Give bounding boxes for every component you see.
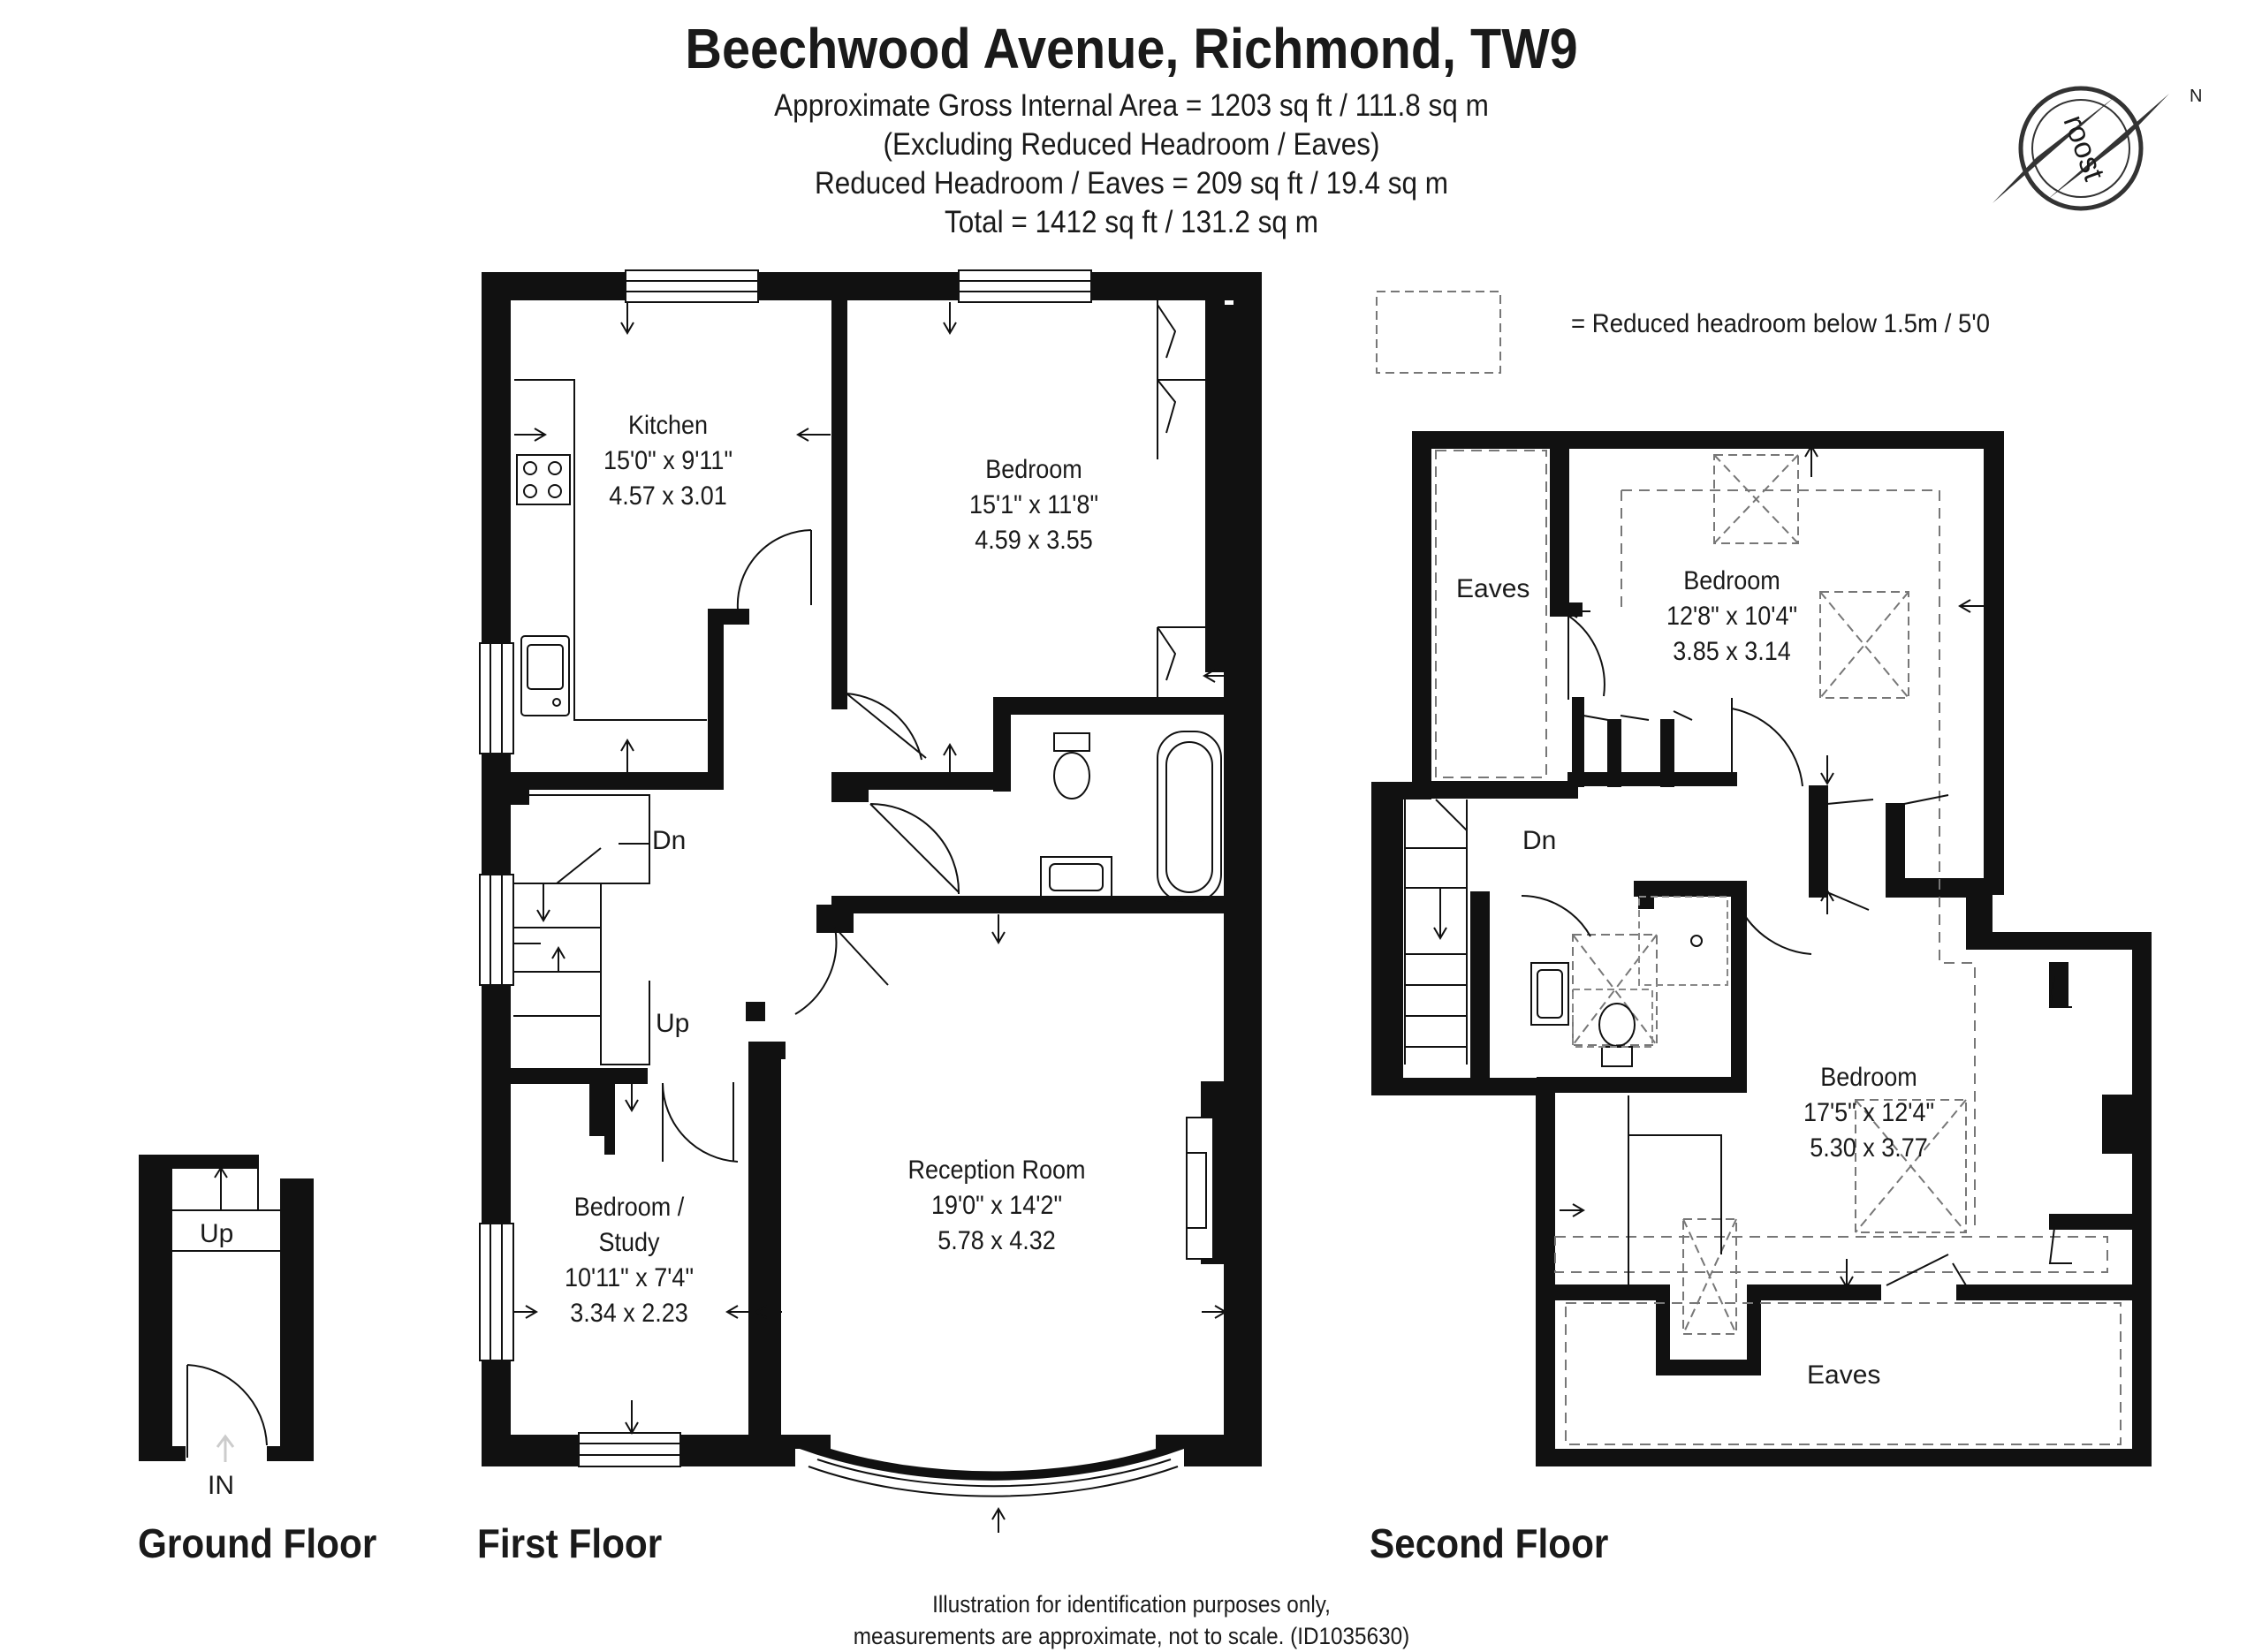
reception-imperial: 19'0" x 14'2" (930, 1191, 1063, 1220)
ground-entrance-label: IN (208, 1471, 234, 1500)
roost-logo (1993, 86, 2169, 211)
kitchen-label: Kitchen 15'0" x 9'11" 4.57 x 3.01 (603, 408, 732, 514)
second-bedroom-lower-metric: 5.30 x 3.77 (1810, 1133, 1928, 1163)
page-title: Beechwood Avenue, Richmond, TW9 (685, 17, 1578, 80)
ground-entrance-door (186, 1364, 268, 1458)
disclaimer-line-1: Illustration for identification purposes… (932, 1591, 1331, 1618)
first-stairs (513, 794, 650, 1065)
second-dn-label: Dn (1522, 826, 1557, 855)
first-wardrobe (1157, 300, 1206, 698)
reception-name: Reception Room (907, 1156, 1086, 1185)
study-name-2: Study (598, 1228, 660, 1257)
first-basin (1040, 856, 1112, 898)
second-outer-wall (1371, 431, 2152, 1466)
first-window-bedroom (958, 269, 1092, 303)
first-hob (516, 454, 571, 505)
second-stairs (1404, 799, 1468, 1065)
first-bath (1157, 731, 1222, 902)
first-dimension-arrows (513, 302, 1233, 1533)
first-window-study (578, 1432, 681, 1467)
second-bedroom-lower-label: Bedroom 17'5" x 12'4" 5.30 x 3.77 (1803, 1060, 1934, 1166)
study-name: Bedroom / (573, 1193, 685, 1222)
second-bedroom-upper-imperial: 12'8" x 10'4" (1666, 602, 1798, 631)
first-window-left-1 (479, 642, 514, 754)
logo-north: N (2190, 87, 2203, 106)
second-reduced-headroom (1435, 450, 2122, 1445)
second-toilet (1598, 1003, 1636, 1047)
second-bedroom-lower-name: Bedroom (1820, 1063, 1917, 1092)
kitchen-metric: 4.57 x 3.01 (609, 481, 727, 511)
first-floor-title: First Floor (477, 1520, 663, 1566)
study-imperial: 10'11" x 7'4" (564, 1263, 695, 1292)
first-study-door (662, 1082, 739, 1163)
second-basin (1530, 962, 1569, 1026)
second-shower (1638, 896, 1728, 986)
second-bedroom-upper-door (1567, 615, 1605, 700)
first-kitchen-door (736, 529, 812, 610)
legend-text: = Reduced headroom below 1.5m / 5'0 (1571, 309, 1991, 338)
second-shower-door (1521, 895, 1591, 937)
second-bedroom-lower-imperial: 17'5" x 12'4" (1803, 1098, 1935, 1127)
ground-floor-plan (139, 1155, 314, 1462)
first-kitchen-worktop (514, 379, 707, 721)
first-bedroom-label: Bedroom 15'1" x 11'8" 4.59 x 3.55 (969, 452, 1098, 558)
first-toilet (1053, 752, 1090, 799)
ground-wall-right (280, 1178, 314, 1461)
ground-up-label: Up (200, 1219, 234, 1248)
first-bedroom-imperial: 15'1" x 11'8" (968, 490, 1099, 519)
second-bedroom-upper-label: Bedroom 12'8" x 10'4" 3.85 x 3.14 (1666, 564, 1797, 670)
first-window-kitchen (625, 269, 759, 303)
second-bedroom-upper-metric: 3.85 x 3.14 (1673, 637, 1791, 666)
kitchen-name: Kitchen (627, 411, 709, 440)
legend-swatch (1376, 291, 1501, 374)
first-dn-label: Dn (652, 826, 687, 855)
reduced-headroom-text: Reduced Headroom / Eaves = 209 sq ft / 1… (814, 166, 1449, 201)
first-window-left-3 (479, 1223, 514, 1361)
second-floor-title: Second Floor (1370, 1520, 1609, 1566)
ground-wall-top (171, 1155, 259, 1169)
disclaimer: Illustration for identification purposes… (114, 1588, 2150, 1652)
ground-up-arrow (214, 1166, 228, 1210)
first-sink (520, 635, 570, 716)
gross-area-text: Approximate Gross Internal Area = 1203 s… (774, 88, 1489, 123)
ground-in-arrow (216, 1434, 235, 1462)
first-reception-door (794, 927, 889, 1015)
first-bedroom-door (846, 693, 927, 761)
first-floor-plan (479, 269, 1262, 1533)
ground-wall-left (139, 1155, 172, 1461)
first-bedroom-metric: 4.59 x 3.55 (975, 526, 1093, 555)
second-dimension-arrows (1560, 444, 1984, 1289)
excluding-text: (Excluding Reduced Headroom / Eaves) (883, 127, 1380, 162)
study-label: Bedroom / Study 10'11" x 7'4" 3.34 x 2.2… (565, 1190, 694, 1331)
first-bathroom-door (869, 803, 960, 895)
second-eaves-left: Eaves (1456, 574, 1530, 603)
kitchen-imperial: 15'0" x 9'11" (603, 446, 733, 475)
study-metric: 3.34 x 2.23 (570, 1299, 688, 1328)
second-bedroom-upper-name: Bedroom (1683, 566, 1780, 595)
first-wall-kitchen-bedroom (831, 299, 847, 630)
first-bedroom-name: Bedroom (985, 455, 1082, 484)
first-fireplace (1186, 1117, 1214, 1260)
disclaimer-line-2: measurements are approximate, not to sca… (853, 1623, 1410, 1649)
total-area-text: Total = 1412 sq ft / 131.2 sq m (945, 205, 1318, 239)
first-bay-window (800, 1449, 1184, 1481)
first-up-label: Up (656, 1009, 690, 1038)
ground-floor-title: Ground Floor (138, 1520, 377, 1566)
reception-metric: 5.78 x 4.32 (937, 1226, 1056, 1255)
reception-label: Reception Room 19'0" x 14'2" 5.78 x 4.32 (907, 1153, 1085, 1259)
second-eaves-bottom: Eaves (1807, 1360, 1881, 1390)
ground-stairs (171, 1167, 281, 1252)
second-floor-plan (1371, 431, 2152, 1466)
first-window-left-2 (479, 874, 514, 986)
second-landing-door (1738, 905, 1812, 955)
